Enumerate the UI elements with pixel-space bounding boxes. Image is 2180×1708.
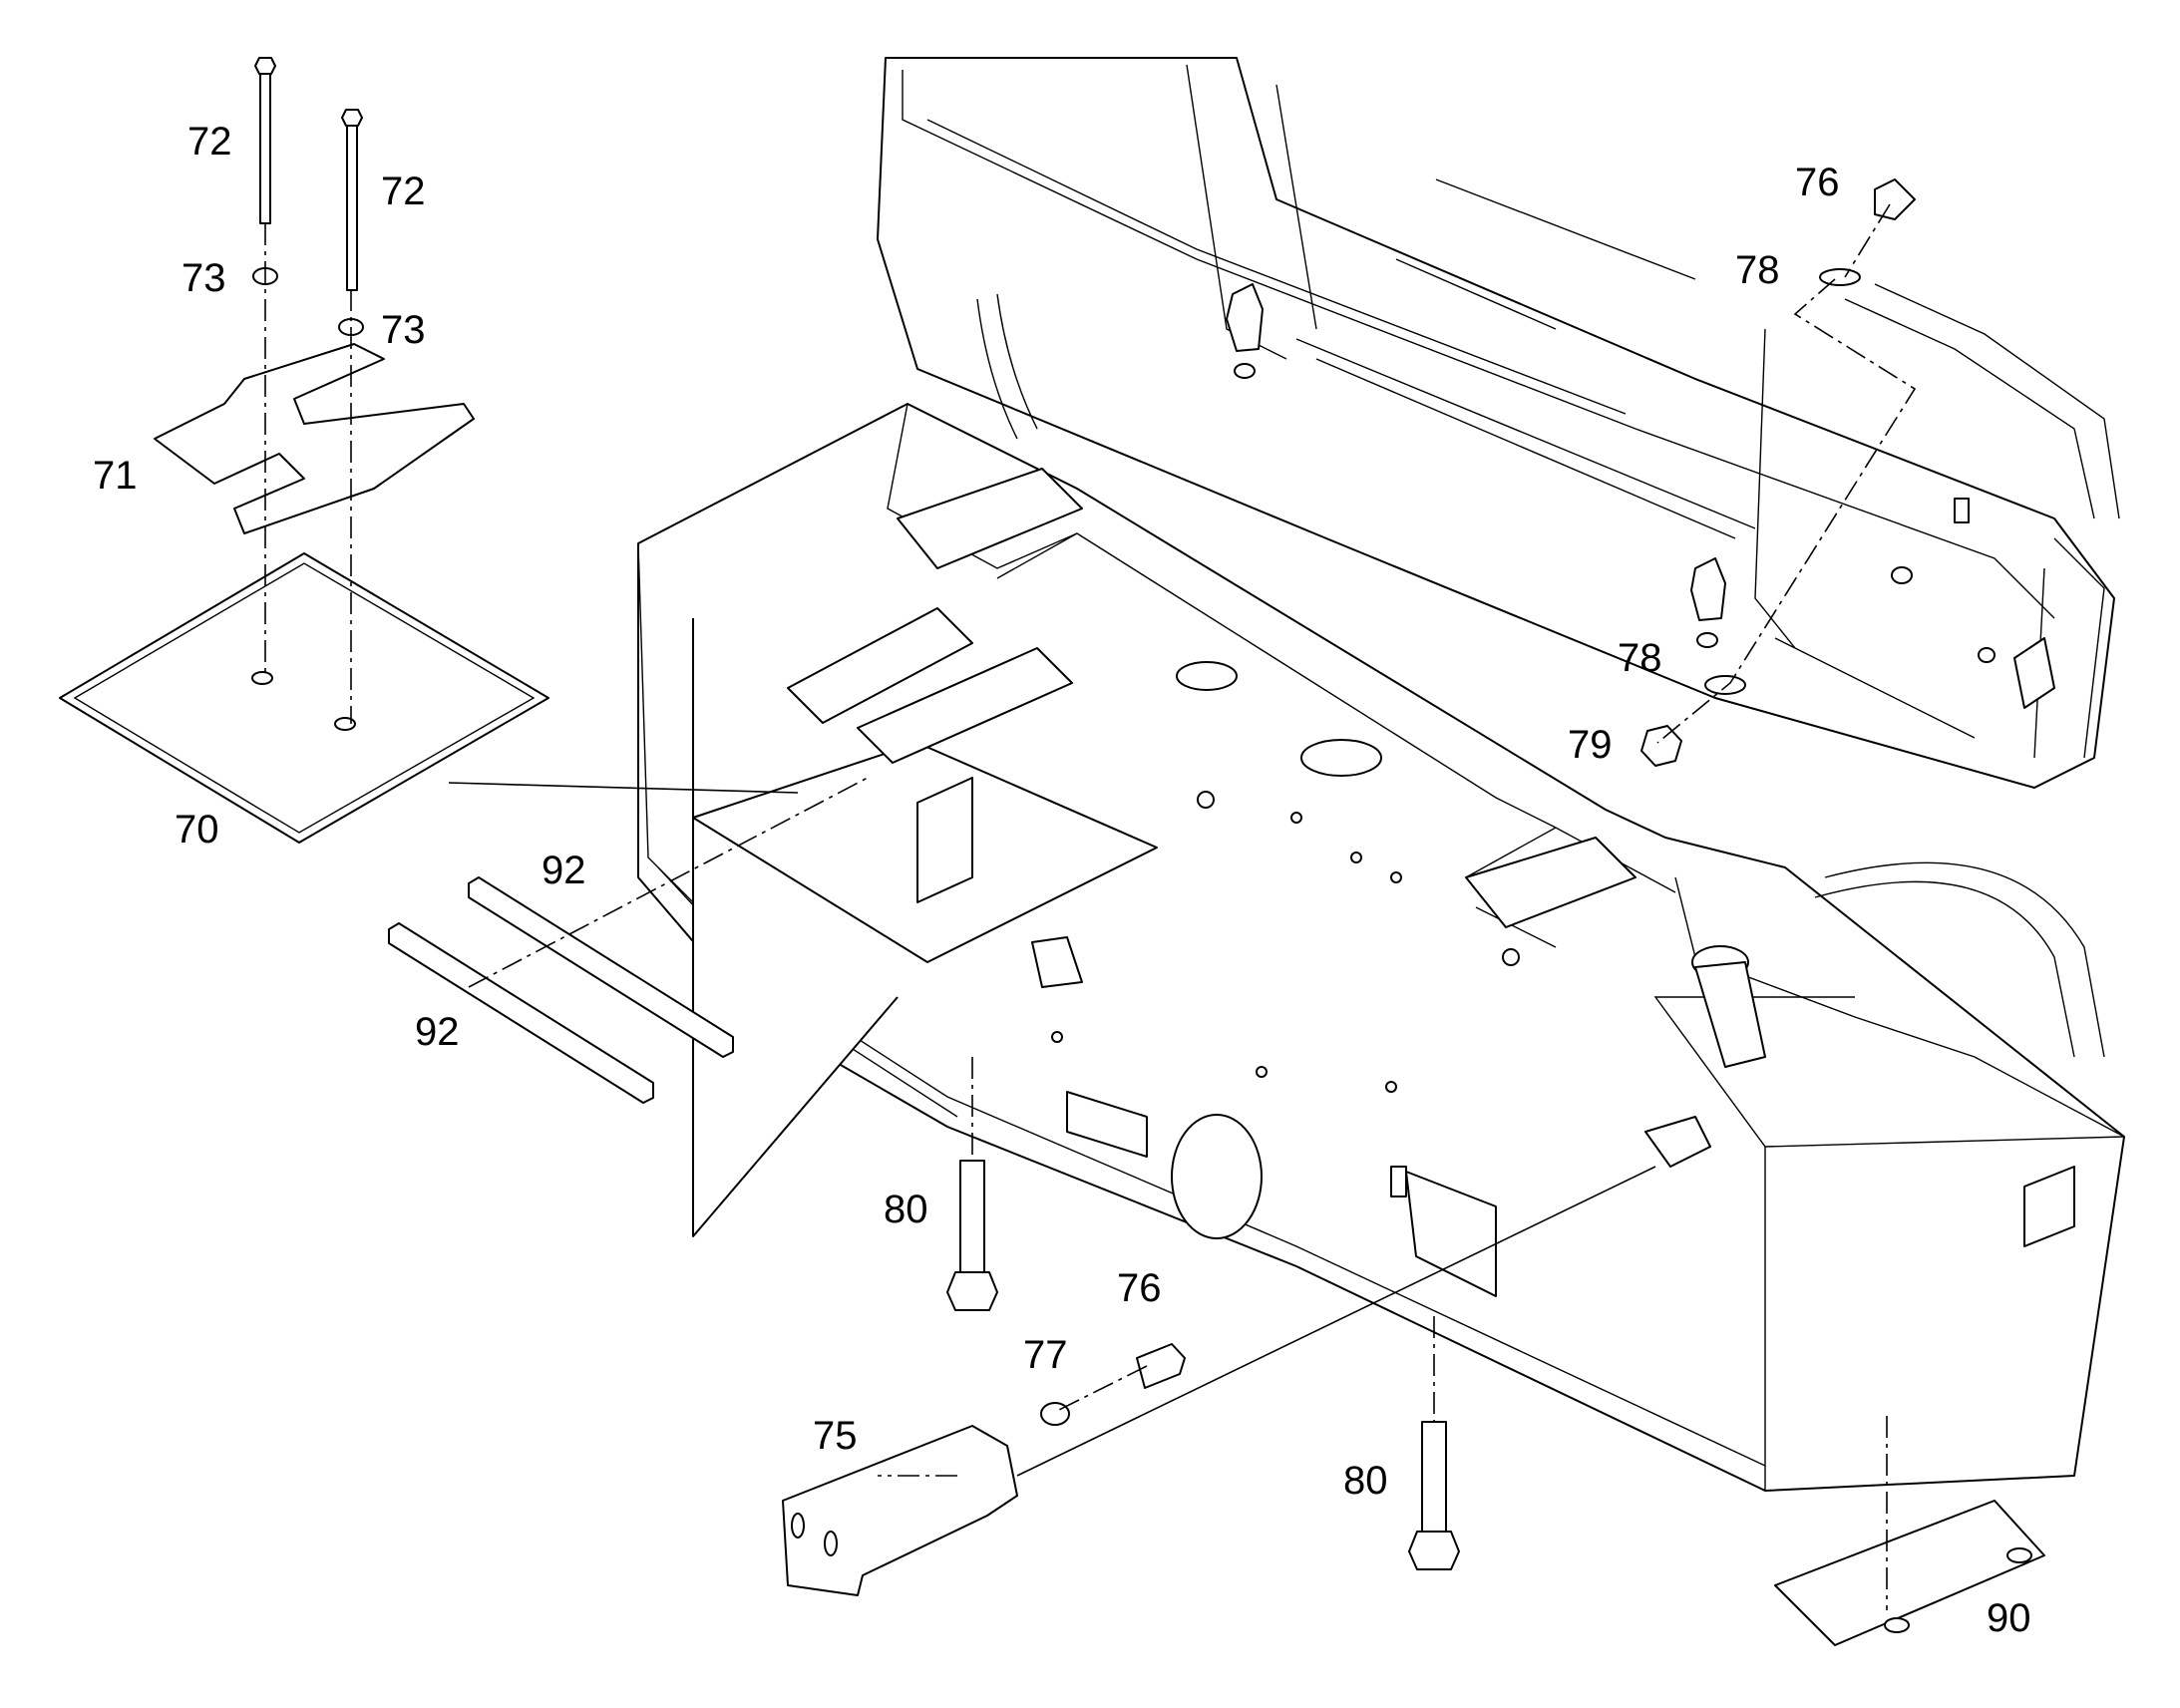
plate-90 [1774,1500,2045,1646]
strip-92-upper [468,876,734,1058]
assembly-lines [264,203,1917,1610]
callout-78-upper: 78 [1735,248,1780,292]
washer-78-upper [1819,268,1861,286]
callout-78-lower: 78 [1618,636,1662,680]
callout-80-right: 80 [1343,1459,1388,1503]
bolt-80-left [946,1160,998,1311]
callout-92-lower: 92 [415,1010,460,1054]
callout-92-upper: 92 [542,849,586,892]
callout-labels: 72 72 73 73 71 70 92 92 76 78 78 79 80 8… [93,120,2031,1640]
callout-73-left: 73 [182,256,226,300]
bolt-72-left [254,57,276,224]
callout-80-left: 80 [884,1188,928,1231]
callout-76-lower: 76 [1117,1266,1162,1310]
callout-77: 77 [1023,1333,1068,1377]
callout-76-upper: 76 [1795,161,1840,204]
nut-79 [1640,725,1682,767]
callout-71: 71 [93,454,138,498]
callout-72-left: 72 [187,120,232,164]
main-frame [637,293,2125,1492]
bolt-76-lower [1136,1343,1186,1389]
callout-75: 75 [813,1414,858,1458]
washer-78-lower [1704,675,1746,695]
bracket-plate-71 [154,343,475,534]
upper-housing [877,57,2120,789]
callout-79: 79 [1568,723,1613,767]
bolt-72-right [341,109,363,291]
callout-70: 70 [175,808,219,852]
bracket-75 [782,1425,1018,1596]
callout-90: 90 [1987,1596,2031,1640]
bolt-76-upper [1874,178,1916,220]
callout-72-right: 72 [381,170,426,213]
strip-92-lower [388,922,654,1104]
tray-70 [59,552,549,844]
bolt-80-right [1408,1421,1460,1570]
callout-73-right: 73 [381,308,426,352]
